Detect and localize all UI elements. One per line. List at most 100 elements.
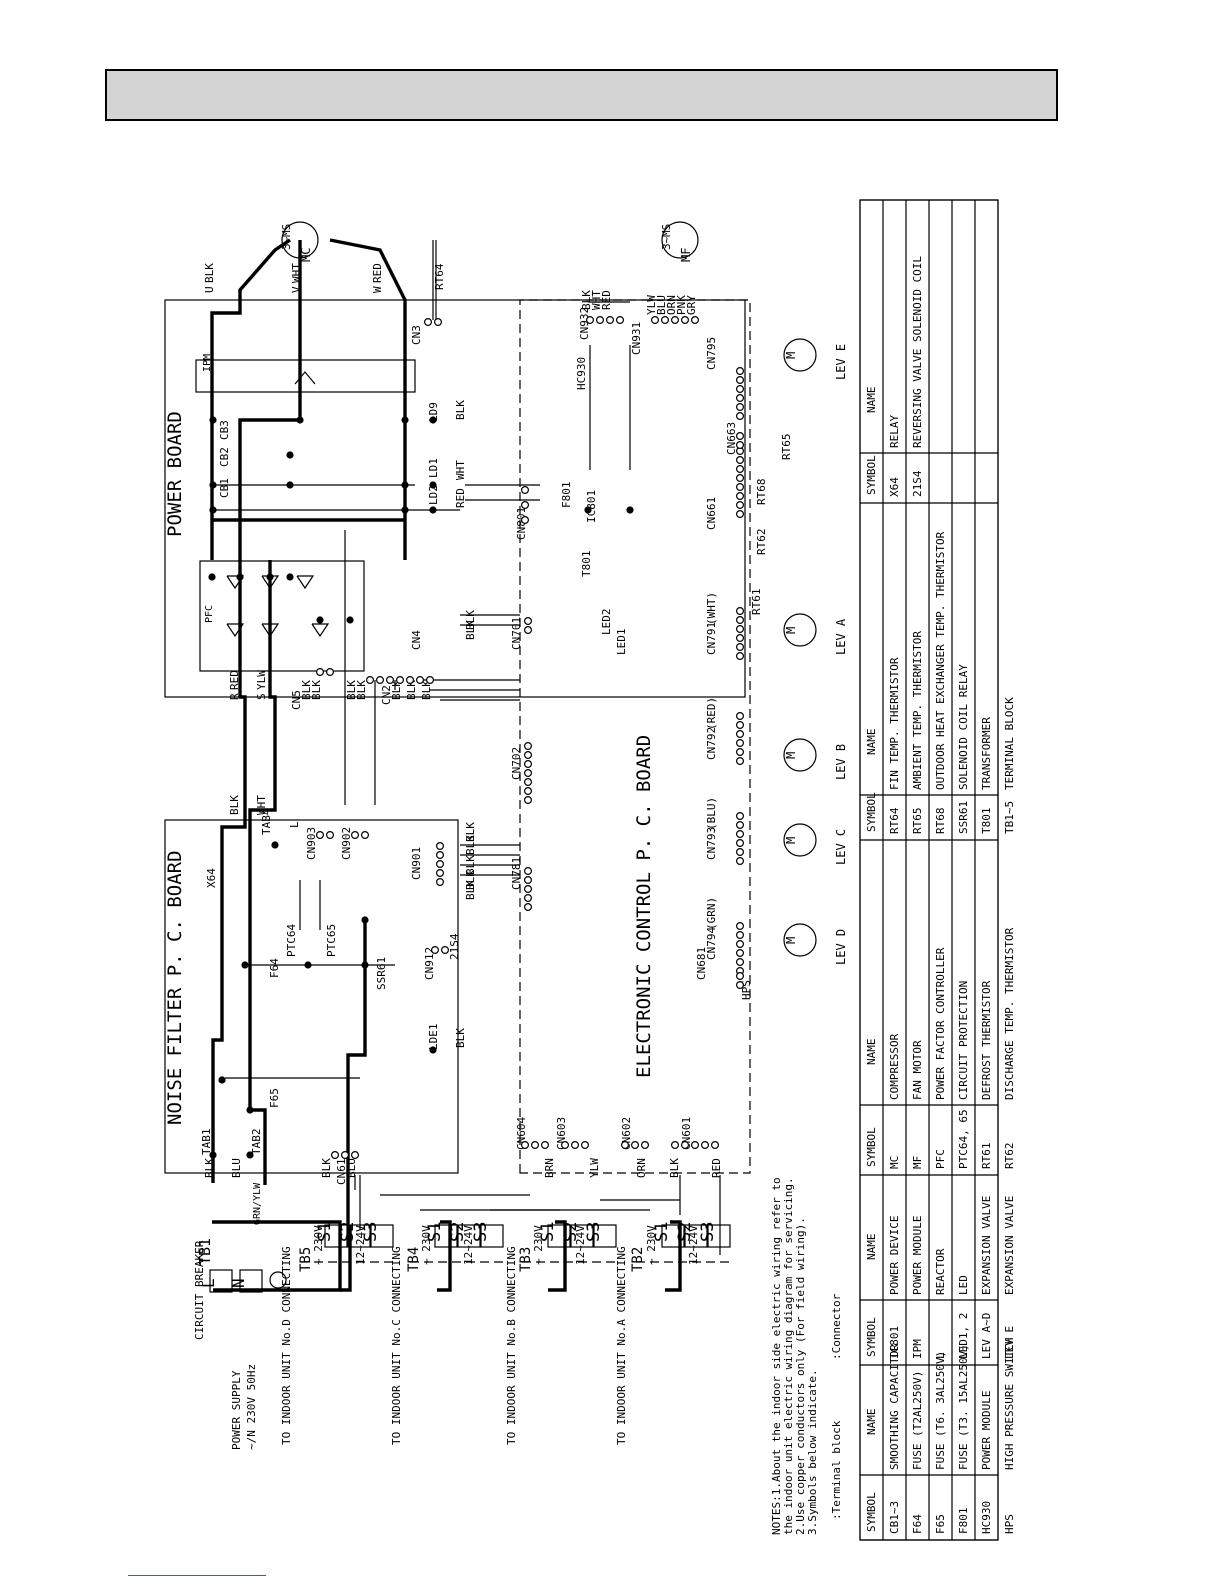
- tb3-cell: [547, 1224, 571, 1248]
- diagram-label: CN663: [725, 422, 738, 455]
- legend-symbol: MF: [911, 1156, 924, 1169]
- diagram-label: RED: [228, 670, 241, 690]
- connector-pin: [735, 821, 744, 830]
- connector-pin: [735, 367, 744, 376]
- indoor-unit-label: TO INDOOR UNIT No.B CONNECTING: [505, 1246, 518, 1445]
- control-board-frame: [519, 299, 751, 1174]
- power-board-frame: [164, 299, 746, 698]
- connector-pin: [735, 607, 744, 616]
- connector-pin: [436, 851, 445, 860]
- diagram-label: LED1: [615, 629, 628, 656]
- diagram-label: RT61: [750, 589, 763, 616]
- legend-symbol: RT68: [934, 808, 947, 835]
- lev-m: M: [784, 937, 798, 944]
- connector-pin: [406, 676, 415, 685]
- diagram-label: CN932: [578, 307, 591, 340]
- legend-name: REVERSING VALVE SOLENOID COIL: [911, 256, 924, 448]
- connector-pin: [735, 739, 744, 748]
- connector-pin: [735, 981, 744, 990]
- connector-pin: [396, 676, 405, 685]
- diagram-label: RED: [454, 488, 467, 508]
- connector-pin: [436, 860, 445, 869]
- connector-pin: [605, 316, 614, 325]
- diode-symbol: [311, 623, 330, 638]
- legend-header-name: NAME: [865, 387, 878, 414]
- connector-pin: [436, 878, 445, 887]
- legend-name: DEFROST THERMISTOR: [980, 980, 993, 1100]
- connector-pin: [523, 626, 532, 635]
- ms-label: MS: [280, 224, 293, 237]
- diagram-label: CN661: [705, 497, 718, 530]
- tb3-cell: [593, 1224, 617, 1248]
- diagram-label: YLW: [255, 670, 268, 690]
- tb5-s2-feed: [346, 920, 367, 1225]
- connector-pin: [735, 403, 744, 412]
- connector-pin: [735, 757, 744, 766]
- connector-pin: [326, 668, 335, 677]
- tb3-terminal: S1: [538, 1222, 558, 1242]
- connector-pin: [650, 316, 659, 325]
- legend-name: LED: [957, 1275, 970, 1295]
- connector-pin: [640, 1140, 649, 1149]
- diagram-label: BLK: [320, 1158, 333, 1178]
- diagram-label: CN781: [510, 857, 523, 890]
- diagram-label: PNK: [675, 295, 688, 315]
- junction-dot: [429, 416, 437, 424]
- tb1-l-cell: [209, 1269, 233, 1293]
- connector-pin: [735, 922, 744, 931]
- connector-pin: [735, 465, 744, 474]
- diagram-label: F64: [268, 958, 281, 978]
- connector-pin: [351, 831, 360, 840]
- connector-pin: [630, 1140, 639, 1149]
- lev-motor: [783, 738, 817, 772]
- connector-pin: [416, 676, 425, 685]
- connector-pin: [735, 949, 744, 958]
- connector-pin: [680, 1140, 689, 1149]
- earth-terminal: [269, 1271, 287, 1289]
- legend-header-name: NAME: [865, 1234, 878, 1261]
- power-supply-label: POWER SUPPLY: [230, 1370, 243, 1450]
- diagram-label: CN701: [510, 617, 523, 650]
- connector-pin: [735, 857, 744, 866]
- connector-pin: [424, 318, 433, 327]
- junction-dot: [361, 916, 369, 924]
- v230-label: ~ 230V: [312, 1225, 325, 1265]
- tb1-n: N: [229, 1278, 248, 1288]
- diagram-label: CN792: [705, 727, 718, 760]
- diagram-label: X64: [205, 868, 218, 888]
- breaker-label: CIRCUIT BREAKER: [193, 1240, 206, 1340]
- junction-dot: [401, 481, 409, 489]
- legend-name: FIN TEMP. THERMISTOR: [888, 657, 901, 790]
- legend-symbol: MC: [888, 1156, 901, 1169]
- legend-header-symbol: SYMBOL: [865, 1317, 878, 1357]
- legend-name: AMBIENT TEMP. THERMISTOR: [911, 631, 924, 790]
- legend-header-name: NAME: [865, 729, 878, 756]
- lev-motor: [783, 338, 817, 372]
- connector-pin: [523, 885, 532, 894]
- diagram-label: TAB1: [200, 1129, 213, 1156]
- ipm-bus-v: [238, 240, 302, 560]
- diagram-label: BLK: [355, 680, 368, 700]
- tb5-terminal: S3: [361, 1222, 381, 1242]
- junction-dot: [361, 961, 369, 969]
- control-board-label: ELECTRONIC CONTROL P. C. BOARD: [633, 735, 655, 1078]
- note-line: the indoor unit electric wiring diagram …: [782, 1177, 795, 1535]
- legend-symbol: TB1~5: [1003, 801, 1016, 834]
- legend-symbol: RT64: [888, 807, 901, 834]
- legend-name: FUSE (T6. 3AL250V): [934, 1351, 947, 1470]
- compressor-motor-mc: [281, 221, 319, 259]
- diagram-label: PTC64: [285, 924, 298, 957]
- legend-name: TERMINAL BLOCK: [1003, 697, 1016, 790]
- connector-pin: [376, 676, 385, 685]
- diagram-label: CN4: [410, 630, 423, 650]
- legend-name: OUTDOOR HEAT EXCHANGER TEMP. THERMISTOR: [934, 531, 947, 790]
- diagram-label: CN2: [380, 685, 393, 705]
- tb1-n-cell: [239, 1269, 263, 1293]
- legend-name: SOLENOID COIL RELAY: [957, 664, 970, 790]
- diagram-label: ORN: [665, 295, 678, 315]
- connector-pin: [530, 1140, 539, 1149]
- lev-label: LEV D: [834, 929, 848, 965]
- diagram-label: TAB2: [250, 1129, 263, 1156]
- connector-pin: [523, 742, 532, 751]
